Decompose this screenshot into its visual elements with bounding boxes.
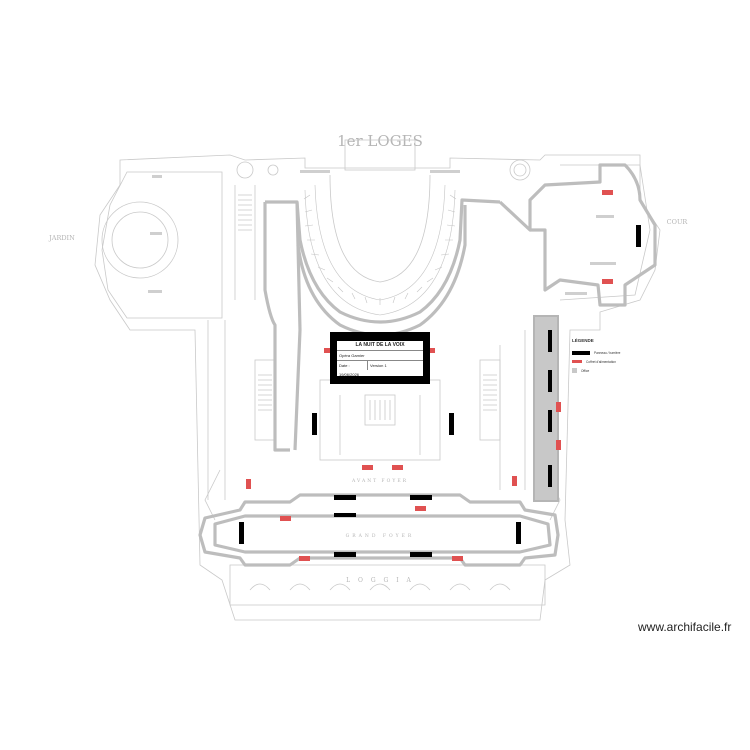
title-block-version: Version 1 [370,363,387,368]
barrier [636,225,641,247]
room-annotations [148,170,616,295]
power-outlet [392,465,403,470]
watermark: www.archifacile.fr [638,620,732,634]
barrier [334,552,356,557]
legend-label: Panneau / barrière [594,350,621,355]
legend: LÉGENDE Panneau / barrière Coffret d'ali… [572,338,632,375]
power-outlets [246,190,613,561]
barrier [334,495,356,500]
barrier [410,552,432,557]
legend-item-barrier: Panneau / barrière [572,348,632,357]
legend-swatch [572,360,582,363]
building-outline [94,154,661,621]
title-block-meta: Date : 19/06/2026 Version 1 [337,361,423,377]
power-outlet [324,348,334,353]
legend-item-office: Office [572,366,632,375]
power-outlet [512,476,517,486]
title-block-inner: LA NUIT DE LA VOIX Opéra Garnier Date : … [337,341,423,377]
barrier [548,465,552,487]
barrier [548,330,552,352]
title-block-title: LA NUIT DE LA VOIX [337,341,423,351]
title-block: LA NUIT DE LA VOIX Opéra Garnier Date : … [330,332,430,384]
barrier [548,410,552,432]
barrier [239,522,244,544]
power-outlet [425,348,435,353]
side-label-cour: COUR [667,218,689,226]
avant-foyer-label: AVANT FOYER [351,478,408,484]
barrier [410,495,432,500]
legend-swatch [572,350,590,355]
power-outlet [299,556,310,561]
barrier [516,522,521,544]
power-outlet [602,279,613,284]
legend-label: Office [581,368,590,373]
barrier [449,413,454,435]
legend-heading: LÉGENDE [572,338,594,343]
power-outlet [452,556,463,561]
legend-swatch [572,368,577,373]
barrier [334,513,356,517]
side-label-jardin: JARDIN [48,234,75,242]
power-outlet [246,479,251,489]
legend-item-outlet: Coffret d'alimentation [572,357,632,366]
power-outlet [280,516,291,521]
barrier [312,413,317,435]
power-outlet [556,440,561,450]
power-outlet [602,190,613,195]
grand-foyer-label: GRAND FOYER [346,533,415,539]
loggia-label: L O G G I A [346,577,414,584]
level-title: 1er LOGES [337,132,423,150]
title-block-place: Opéra Garnier [337,351,423,361]
legend-label: Coffret d'alimentation [586,359,616,364]
barriers [239,225,641,557]
barrier [548,370,552,392]
auditorium [303,139,457,316]
power-outlet [415,506,426,511]
power-outlet [556,402,561,412]
title-block-date: Date : 19/06/2026 [337,361,368,377]
power-outlet [362,465,373,470]
